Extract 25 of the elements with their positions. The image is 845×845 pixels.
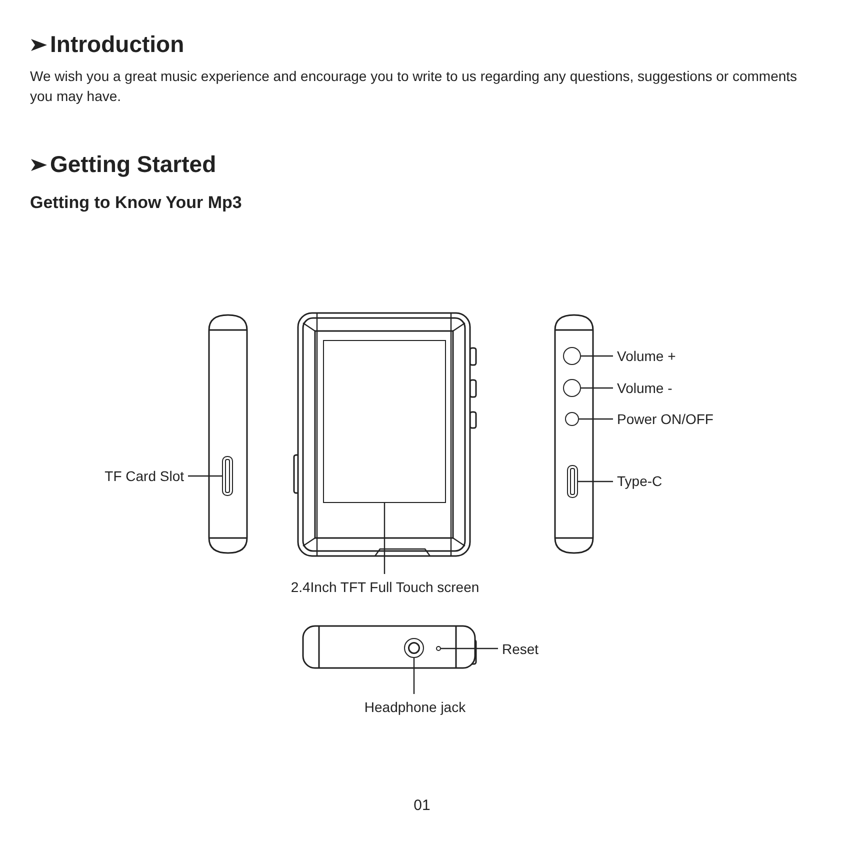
card-slot <box>222 456 233 496</box>
leader-line <box>581 387 613 389</box>
leader-line <box>581 355 613 357</box>
callout-label: Volume + <box>617 346 717 366</box>
callout-label: TF Card Slot <box>80 466 184 486</box>
page-number: 01 <box>412 797 432 814</box>
section-heading: Introduction <box>50 30 186 58</box>
callout-label: Power ON/OFF <box>617 409 737 429</box>
callout-label: Type-C <box>617 471 717 491</box>
callout-label: Reset <box>502 639 562 659</box>
callout-label: 2.4Inch TFT Full Touch screen <box>260 577 510 597</box>
round-button <box>436 646 441 651</box>
leader-line <box>579 418 613 420</box>
callout-label: Volume - <box>617 378 717 398</box>
leader-line <box>384 503 386 574</box>
touch-screen <box>323 340 446 503</box>
leader-line <box>578 480 613 482</box>
callout-label: Headphone jack <box>350 697 480 717</box>
leader-line <box>188 475 222 477</box>
card-slot <box>567 465 578 498</box>
section-heading: Getting Started <box>50 150 218 178</box>
leader-line <box>441 648 498 650</box>
intro-paragraph: We wish you a great music experience and encourage you to write to us regarding any questions, suggestions or comments you may have. <box>30 67 798 106</box>
leader-line <box>413 658 415 694</box>
subheading: Getting to Know Your Mp3 <box>30 192 243 214</box>
